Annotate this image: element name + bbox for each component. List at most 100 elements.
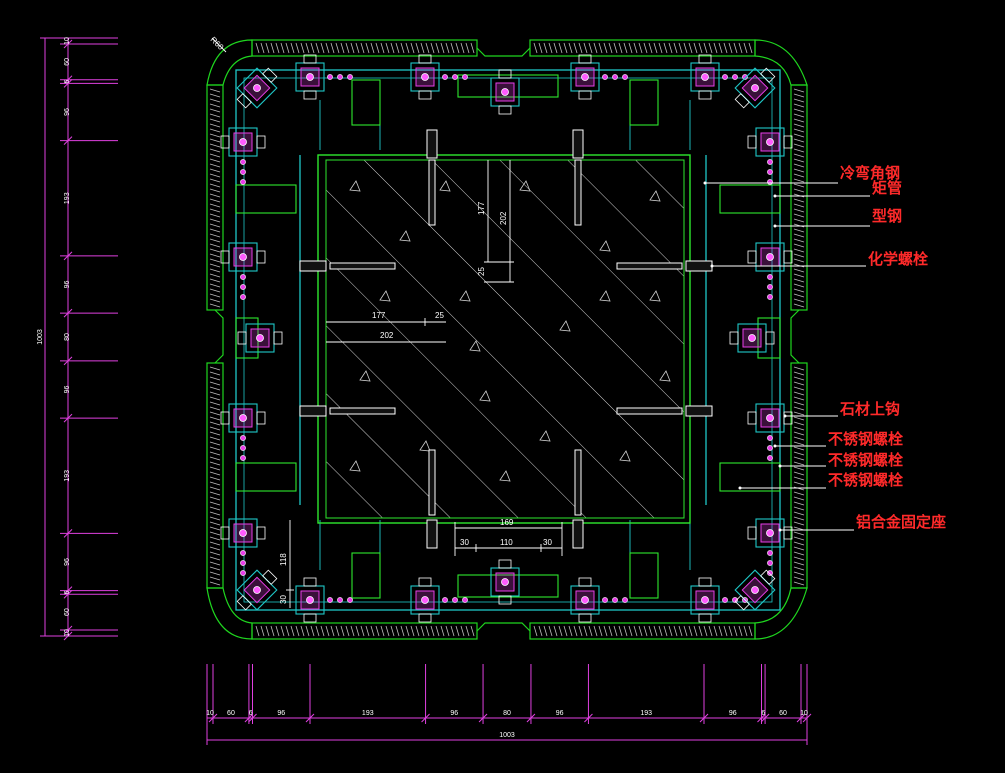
left-dim-label: 96	[64, 108, 71, 116]
callout-label: 不锈钢螺栓	[828, 451, 903, 469]
bottom-dim-label: 60	[779, 710, 787, 717]
callout-label: 化学螺栓	[868, 250, 928, 268]
callout-label: 铝合金固定座	[856, 513, 946, 531]
callout-5: 石材上钩	[783, 400, 900, 418]
bolt-pair	[327, 74, 353, 80]
bottom-dim-label: 96	[277, 710, 285, 717]
left-dim-label: 193	[64, 192, 71, 204]
bolt-node	[236, 569, 278, 611]
left-dim-label: 96	[64, 558, 71, 566]
left-dim-label: 96	[64, 386, 71, 394]
callout-8: 不锈钢螺栓	[738, 471, 903, 490]
bolt-node	[747, 127, 793, 157]
bolt-pair	[602, 74, 628, 80]
bolt-node	[490, 559, 520, 605]
bottom-dim-label: 193	[362, 710, 374, 717]
bolt-node	[237, 323, 283, 353]
callout-4: 化学螺栓	[710, 250, 928, 268]
bolt-node	[747, 403, 793, 433]
callout-label: 型钢	[872, 207, 902, 225]
callout-7: 不锈钢螺栓	[778, 451, 903, 469]
dim-v118: 118	[279, 553, 288, 566]
left-dim-label: 60	[64, 58, 71, 66]
callout-label: 冷弯角钢	[840, 164, 900, 182]
bolt-node	[220, 127, 266, 157]
callout-label: 不锈钢螺栓	[828, 471, 903, 489]
bolt-node	[747, 242, 793, 272]
bolt-pair	[240, 550, 246, 576]
callout-label: 矩管	[872, 179, 902, 197]
inner-dimensions: 177 202 25 177 25 202 169 30 110 30 118 …	[209, 35, 563, 608]
bottom-dim-label: 60	[227, 710, 235, 717]
bolt-pair	[767, 550, 773, 576]
anchor-bolts	[299, 129, 713, 549]
cladding-texture	[209, 42, 805, 637]
left-dim-label: 96	[64, 280, 71, 288]
dim-h25: 25	[435, 311, 444, 320]
bottom-dim-label: 193	[640, 710, 652, 717]
bottom-dimension-chain: 10 60 6 96 193 96 80 96 193 96 6 60 10 1003	[206, 664, 812, 745]
bottom-dim-label: 6	[761, 710, 765, 717]
dim-h30-right: 30	[543, 538, 552, 547]
bolt-node	[220, 242, 266, 272]
bottom-dim-label: 10	[206, 710, 214, 717]
dim-h110: 110	[500, 538, 513, 547]
bolt-node	[734, 569, 776, 611]
bolt-pair	[767, 159, 773, 185]
bolt-node	[410, 54, 440, 100]
bottom-dim-label: 96	[450, 710, 458, 717]
bolt-node	[295, 54, 325, 100]
left-dim-label: 80	[64, 333, 71, 341]
callout-3: 型钢	[773, 207, 902, 228]
bolt-node	[220, 403, 266, 433]
bolt-pair	[327, 597, 353, 603]
left-dim-label: 6	[64, 590, 71, 594]
bolt-node	[410, 577, 440, 623]
dim-h169: 169	[500, 518, 514, 527]
bottom-dim-label: 80	[503, 710, 511, 717]
bottom-dim-label: 6	[249, 710, 253, 717]
bolt-pair	[442, 74, 468, 80]
bolt-pair	[442, 597, 468, 603]
left-dim-label: 60	[64, 608, 71, 616]
left-dim-label: 10	[64, 37, 71, 45]
bolt-pair	[602, 597, 628, 603]
callout-1: 冷弯角钢	[703, 164, 900, 185]
bolt-pair	[767, 435, 773, 461]
bottom-dim-label: 96	[556, 710, 564, 717]
dim-h30-left: 30	[460, 538, 469, 547]
callout-label: 石材上钩	[839, 400, 900, 418]
bolt-pair	[240, 159, 246, 185]
bottom-dim-label: 10	[800, 710, 808, 717]
bolt-nodes	[220, 54, 793, 623]
bolt-pair	[767, 274, 773, 300]
callout-2: 矩管	[773, 179, 902, 198]
left-dim-label: 10	[64, 629, 71, 637]
left-dim-label: 6	[64, 80, 71, 84]
left-dim-label: 193	[64, 470, 71, 482]
stone-cladding	[206, 39, 808, 640]
bottom-dim-label: 96	[729, 710, 737, 717]
bolt-node	[747, 518, 793, 548]
dim-v30: 30	[279, 595, 288, 604]
dim-h202: 202	[380, 331, 394, 340]
bolt-node	[690, 577, 720, 623]
bolt-node	[690, 54, 720, 100]
concrete-aggregate	[349, 180, 671, 482]
bolt-node	[729, 323, 775, 353]
bolt-node	[220, 518, 266, 548]
dim-v177: 177	[477, 201, 486, 215]
dim-v25: 25	[477, 267, 486, 276]
dim-h177: 177	[372, 311, 386, 320]
bolt-node	[295, 577, 325, 623]
bolt-node	[570, 577, 600, 623]
callout-9: 铝合金固定座	[778, 513, 946, 532]
bolt-pair	[240, 435, 246, 461]
callout-6: 不锈钢螺栓	[773, 430, 903, 448]
bolt-node	[734, 67, 776, 109]
concrete-column	[317, 154, 691, 524]
bottom-dim-total: 1003	[499, 732, 515, 739]
